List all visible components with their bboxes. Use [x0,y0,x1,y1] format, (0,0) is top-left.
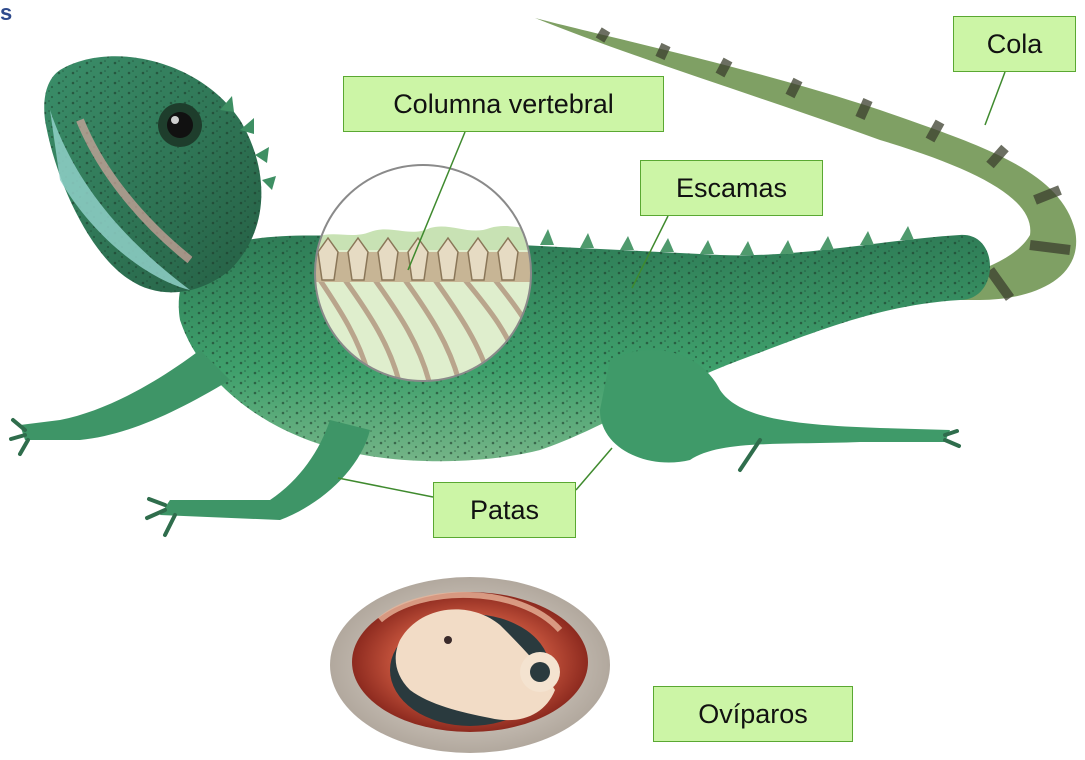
label-scales: Escamas [640,160,823,216]
lizard-body [179,226,990,461]
egg-with-embryo-illustration [330,577,610,753]
label-legs: Patas [433,482,576,538]
label-oviparous: Ovíparos [653,686,853,742]
lizard-hind-leg [600,350,959,470]
legs-leader-line-front [338,478,433,497]
label-spine: Columna vertebral [343,76,664,132]
tail-leader-line [985,72,1005,125]
legs-leader-line-hind [576,448,612,490]
label-tail: Cola [953,16,1076,72]
